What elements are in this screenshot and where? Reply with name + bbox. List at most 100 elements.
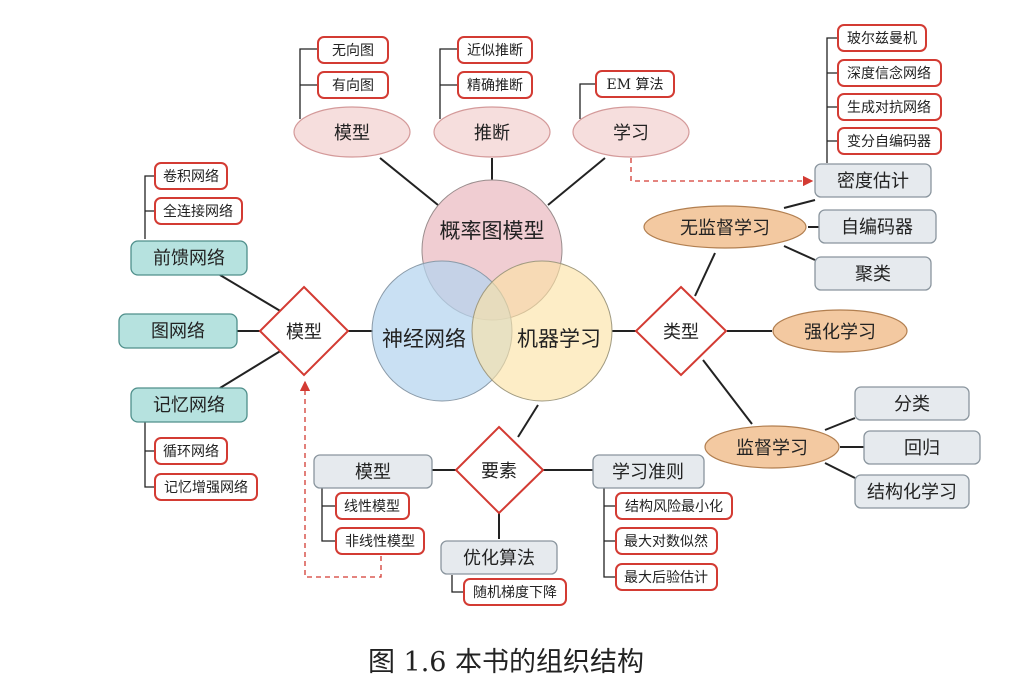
leaf-box [837,24,927,52]
leaf-box [457,36,533,64]
leaf-box [154,197,243,225]
leaf-fully-connected: 全连接网络 [163,203,233,220]
leaf-em: EM 算法 [606,77,663,93]
grey-box [854,386,970,421]
unsupervised-node: 无监督学习 [643,205,807,249]
nn-label: 神经网络 [382,327,466,351]
unsupervised-label: 无监督学习 [680,218,770,239]
pgm-inference-node: 推断 [433,106,551,158]
dashed-arrow [630,158,814,187]
pgm-learning-label: 学习 [613,123,649,144]
graph-network-label: 图网络 [151,321,205,342]
graph-network-node: 图网络 [118,313,238,349]
connector-line [379,157,439,206]
connector-line [824,462,856,479]
connector-line [702,359,753,425]
ml-elements-hub-label: 要素 [481,461,517,482]
feedforward-label: 前馈网络 [153,248,225,269]
grey-box [818,209,937,244]
tree-bracket [299,48,318,119]
leaf-dbn: 深度信念网络 [847,65,931,82]
criterion-label: 学习准则 [612,462,684,483]
grey-box [814,256,932,291]
leaf-memory-augmented: 记忆增强网络 [164,480,248,496]
dashed-arrows [299,158,814,578]
clustering-label: 聚类 [855,264,891,285]
leaf-box [463,578,567,606]
feedforward-node: 前馈网络 [130,240,248,276]
tree-bracket [579,83,596,119]
ml-types-hub-diamond: 类型 [634,285,728,377]
pgm-inference-label: 推断 [474,123,510,144]
pgm-label: 概率图模型 [440,219,545,243]
grey-box [814,163,932,198]
pgm-model-label: 模型 [334,123,370,144]
tree-bracket [321,488,336,542]
leaf-srm: 结构风险最小化 [625,499,723,515]
grey-box [863,430,981,465]
leaf-map: 最大后验估计 [624,570,708,586]
connector-lines [219,157,864,539]
leaf-box [335,527,425,555]
regression-label: 回归 [904,438,940,459]
supervised-label: 监督学习 [736,438,808,459]
nn-hub-diamond: 模型 [258,285,350,377]
leaf-box [615,492,733,520]
reinforcement-label: 强化学习 [804,322,876,343]
tree-bracket [826,37,838,163]
grey-box [313,454,433,489]
ml-model-label: 模型 [355,462,391,483]
leaf-box [615,563,718,591]
ml-circle [471,260,613,402]
connector-line [783,245,816,261]
pgm-learning-node: 学习 [572,106,690,158]
nn-hub-label: 模型 [286,322,322,343]
leaf-exact-inference: 精确推断 [467,78,523,94]
leaf-approx-inference: 近似推断 [467,43,523,59]
connector-line [219,349,283,389]
dashed-arrow [299,380,382,578]
bracket-trees [144,37,838,593]
tree-bracket [144,422,155,488]
leaf-linear-model: 线性模型 [344,499,400,515]
leaf-vae: 变分自编码器 [847,134,931,150]
leaf-gan: 生成对抗网络 [847,100,931,116]
grey-box [592,454,705,489]
connector-line [694,252,716,297]
leaf-cnn: 卷积网络 [163,169,219,185]
structured-learning-label: 结构化学习 [867,482,957,503]
memory-network-node: 记忆网络 [130,387,248,423]
leaf-directed-graph: 有向图 [332,78,374,94]
tree-bracket [451,575,464,593]
connector-line [547,157,606,206]
autoencoder-label: 自编码器 [841,217,913,238]
leaf-box [317,36,389,64]
ml-types-hub-label: 类型 [663,322,699,343]
leaf-undirected-graph: 无向图 [332,43,374,59]
leaf-box [335,492,410,520]
grey-box [854,474,970,509]
classification-label: 分类 [894,394,930,415]
ml-elements-hub-diamond: 要素 [454,425,545,515]
connector-line [219,274,283,313]
leaf-box [837,59,942,87]
leaf-box [154,437,228,465]
connector-line [517,404,539,438]
memory-network-label: 记忆网络 [153,395,225,416]
pgm-model-node: 模型 [293,106,411,158]
supervised-node: 监督学习 [704,425,840,469]
optimization-label: 优化算法 [463,548,535,569]
ml-label: 机器学习 [517,327,601,351]
leaf-box [154,162,228,190]
leaf-box [457,71,533,99]
leaf-box [615,527,718,555]
reinforcement-node: 强化学习 [772,309,908,353]
leaf-box [154,473,258,501]
density-estimation-label: 密度估计 [837,171,909,192]
figure-caption: 图 1.6 本书的组织结构 [367,647,645,678]
grey-box [440,540,558,575]
leaf-boltzmann: 玻尔兹曼机 [847,31,917,47]
leaf-box [317,71,389,99]
connector-line [783,199,816,209]
